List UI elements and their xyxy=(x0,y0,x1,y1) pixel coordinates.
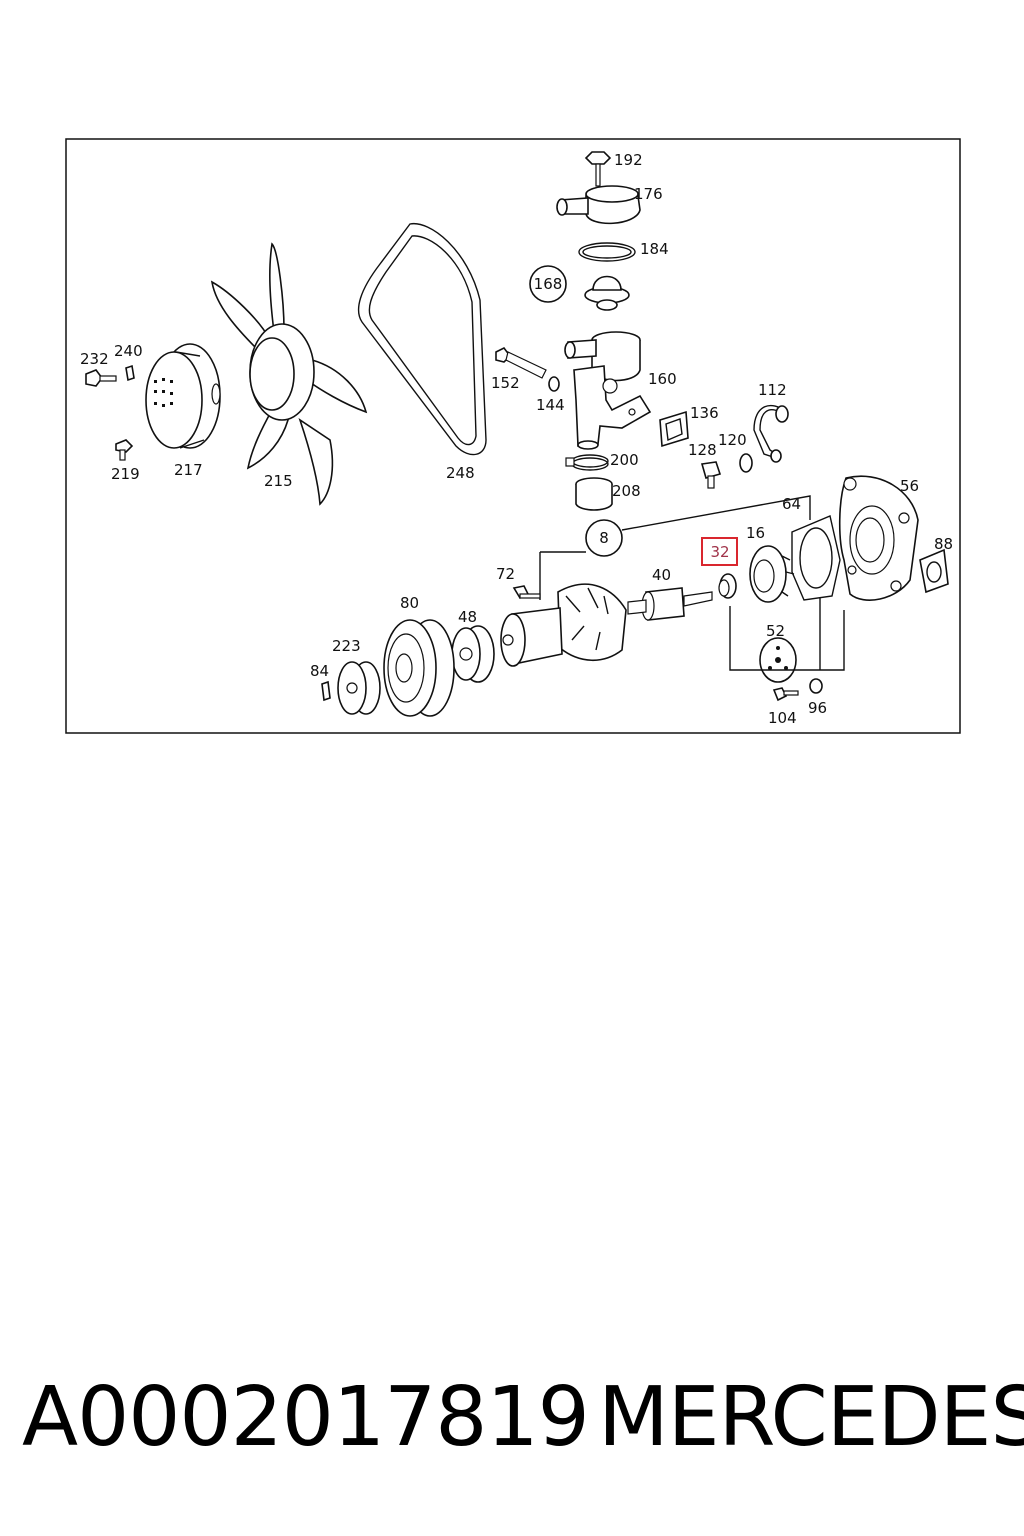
callout-120: 120 xyxy=(718,431,747,449)
fan-clutch-217 xyxy=(145,343,221,449)
thermostat-cover-176 xyxy=(556,185,641,225)
bolt-128 xyxy=(700,461,722,489)
callout-200: 200 xyxy=(610,451,639,469)
impeller-16 xyxy=(749,545,795,603)
callout-152: 152 xyxy=(491,374,520,392)
callout-52: 52 xyxy=(766,622,785,640)
washer-84 xyxy=(321,680,331,702)
brand-name: MERCEDES xyxy=(598,1370,1024,1465)
pump-body xyxy=(500,583,627,667)
washer-120 xyxy=(739,453,753,473)
callout-88: 88 xyxy=(934,535,953,553)
seal-32 xyxy=(718,573,737,599)
callout-240: 240 xyxy=(114,342,143,360)
callout-16: 16 xyxy=(746,524,765,542)
callout-176: 176 xyxy=(634,185,663,203)
callout-40: 40 xyxy=(652,566,671,584)
hose-clamp-200 xyxy=(565,454,609,471)
callout-160: 160 xyxy=(648,370,677,388)
washer-240 xyxy=(125,364,135,382)
callout-232: 232 xyxy=(80,350,109,368)
bolt-72 xyxy=(512,585,541,600)
callout-192: 192 xyxy=(614,151,643,169)
gasket-88 xyxy=(919,548,949,594)
pulley-80 xyxy=(383,619,455,717)
bolt-152 xyxy=(495,346,547,379)
callout-217: 217 xyxy=(174,461,203,479)
bolt-219 xyxy=(115,439,134,461)
parts-diagram: 192 176 184 168 152 144 160 136 112 120 … xyxy=(65,138,961,734)
callout-112: 112 xyxy=(758,381,787,399)
hub-223 xyxy=(337,661,381,715)
callout-184: 184 xyxy=(640,240,669,258)
pump-housing-56 xyxy=(838,475,919,601)
bolt-232 xyxy=(85,369,117,387)
callout-circle-8 xyxy=(585,519,623,557)
group-bracket-52 xyxy=(729,598,845,671)
callout-circle-168 xyxy=(529,265,567,303)
shaft-40 xyxy=(627,587,713,621)
cover-52 xyxy=(759,637,797,683)
callout-144: 144 xyxy=(536,396,565,414)
callout-208: 208 xyxy=(612,482,641,500)
highlight-box xyxy=(701,537,738,566)
callout-32[interactable]: 32 xyxy=(710,543,729,561)
v-belt-248 xyxy=(357,223,487,456)
callout-128: 128 xyxy=(688,441,717,459)
callout-215: 215 xyxy=(264,472,293,490)
sleeve-208 xyxy=(575,477,613,511)
part-number: A0002017819 xyxy=(22,1370,590,1465)
callout-8: 8 xyxy=(599,529,609,547)
bolt-192 xyxy=(584,151,612,187)
callout-248: 248 xyxy=(446,464,475,482)
washer-96 xyxy=(809,678,823,694)
callout-168: 168 xyxy=(534,275,563,293)
pipe-112 xyxy=(753,404,789,463)
callout-56: 56 xyxy=(900,477,919,495)
gasket-136 xyxy=(659,410,689,448)
callout-219: 219 xyxy=(111,465,140,483)
callout-80: 80 xyxy=(400,594,419,612)
caption: A0002017819 MERCEDES xyxy=(0,1368,1024,1478)
bolt-104 xyxy=(772,687,799,702)
callout-72: 72 xyxy=(496,565,515,583)
callout-64: 64 xyxy=(782,495,801,513)
fan-215 xyxy=(210,242,368,506)
washer-144 xyxy=(548,376,560,392)
callout-84: 84 xyxy=(310,662,329,680)
callout-104: 104 xyxy=(768,709,797,727)
callout-48: 48 xyxy=(458,608,477,626)
thermostat-168 xyxy=(584,275,630,311)
gasket-64 xyxy=(791,515,841,601)
callout-136: 136 xyxy=(690,404,719,422)
hub-48 xyxy=(451,625,495,683)
group-bracket-8 xyxy=(539,495,811,600)
callout-96: 96 xyxy=(808,699,827,717)
callout-223: 223 xyxy=(332,637,361,655)
o-ring-184 xyxy=(578,242,636,262)
thermostat-housing-160 xyxy=(564,331,652,450)
